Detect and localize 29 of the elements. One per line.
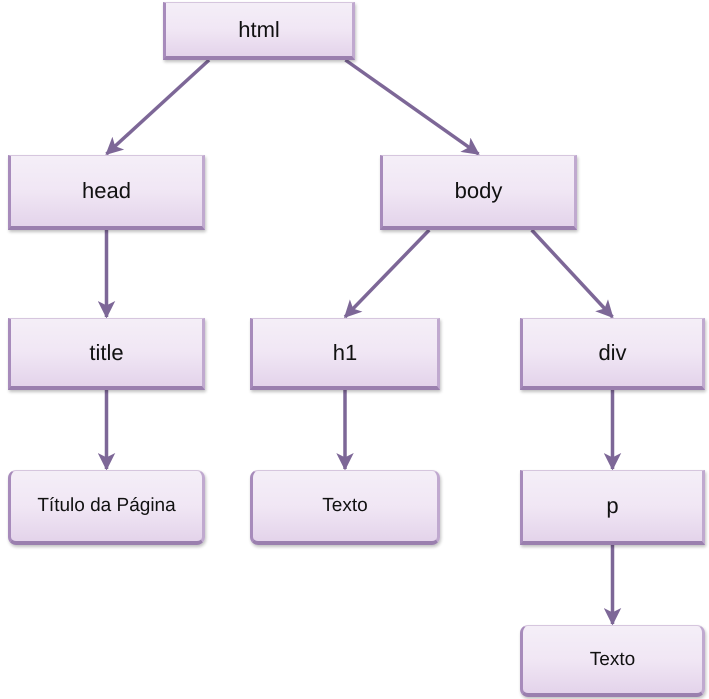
node-label: h1 <box>332 338 358 366</box>
node-label: div <box>597 338 628 366</box>
tree-node-box <box>8 318 205 390</box>
tree-node-box <box>163 2 355 60</box>
arrow <box>98 390 116 470</box>
tree-node-box <box>520 625 705 697</box>
tree-node-box <box>250 318 440 390</box>
node-label: p <box>605 492 620 520</box>
arrow <box>604 390 622 470</box>
node-label: Texto <box>321 494 369 518</box>
tree-node-box <box>8 155 205 230</box>
arrow <box>344 228 430 318</box>
tree-node-box <box>8 470 205 545</box>
node-label: Texto <box>588 648 636 672</box>
arrow <box>604 545 622 626</box>
arrow <box>336 390 354 470</box>
node-label: title <box>88 338 125 366</box>
arrow <box>98 230 116 318</box>
tree-node-box <box>380 155 577 230</box>
arrow <box>344 58 480 156</box>
node-label: body <box>454 177 504 205</box>
tree-node-box <box>520 470 705 545</box>
arrow <box>530 228 614 318</box>
node-label: html <box>237 16 281 44</box>
node-label: Título da Página <box>36 494 177 518</box>
tree-node-box <box>520 318 705 390</box>
tree-node-box <box>250 470 440 545</box>
arrow <box>105 58 210 156</box>
node-label: head <box>81 177 132 205</box>
